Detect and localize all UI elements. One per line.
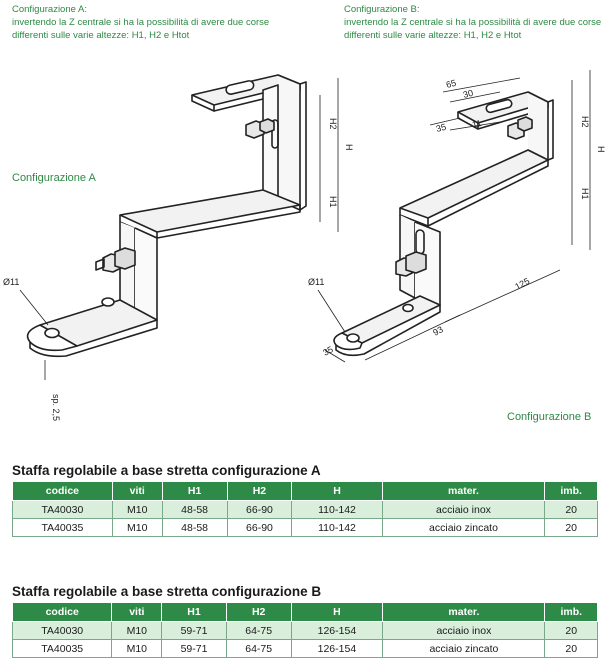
config-b-note-line1: invertendo la Z centrale si ha la possib… xyxy=(344,17,602,28)
cell-h: 126-154 xyxy=(290,621,384,640)
cell-h1: 59-71 xyxy=(161,639,227,658)
cell-imb: 20 xyxy=(544,621,598,640)
col-h2: H2 xyxy=(225,602,292,622)
dim-h2-a: H2 xyxy=(328,118,338,130)
dim-93: 93 xyxy=(431,324,445,338)
config-b-note-title: Configurazione B: xyxy=(344,4,420,15)
config-b-note: Configurazione B: invertendo la Z centra… xyxy=(344,3,601,42)
cell-h2: 66-90 xyxy=(226,518,293,537)
config-b-label: Configurazione B xyxy=(507,411,592,423)
dim-h-b: H xyxy=(596,146,606,153)
cell-codice: TA40030 xyxy=(12,500,113,519)
config-a-note-line1: invertendo la Z centrale si ha la possib… xyxy=(12,17,270,28)
cell-viti: M10 xyxy=(111,639,163,658)
dim-h1-b: H1 xyxy=(580,188,590,200)
dim-35-foot: 35 xyxy=(321,344,335,358)
col-mater: mater. xyxy=(381,481,546,501)
cell-mater: acciaio inox xyxy=(381,500,546,519)
cell-mater: acciaio inox xyxy=(382,621,546,640)
dim-65: 65 xyxy=(445,78,457,90)
col-h1: H1 xyxy=(161,481,228,501)
dim-30: 30 xyxy=(462,88,474,100)
cell-codice: TA40030 xyxy=(11,621,113,640)
dim-h-a: H xyxy=(344,144,354,151)
table-row: TA40030 M10 59-71 64-75 126-154 acciaio … xyxy=(11,621,598,640)
cell-codice: TA40035 xyxy=(12,518,113,537)
config-a-note-line2: differenti sulle varie altezze: H1, H2 e… xyxy=(12,30,190,41)
dim-thickness: sp. 2,5 xyxy=(51,394,61,421)
cell-h2: 64-75 xyxy=(225,621,292,640)
col-imb: imb. xyxy=(544,481,598,501)
table-a-title: Staffa regolabile a base stretta configu… xyxy=(12,463,321,478)
table-row: TA40035 M10 48-58 66-90 110-142 acciaio … xyxy=(12,518,598,537)
col-h: H xyxy=(290,602,384,622)
cell-h1: 59-71 xyxy=(161,621,227,640)
cell-viti: M10 xyxy=(111,621,163,640)
dim-hole-b: Ø11 xyxy=(308,277,324,287)
col-h1: H1 xyxy=(161,602,227,622)
config-a-note: Configurazione A: invertendo la Z centra… xyxy=(12,3,269,42)
cell-mater: acciaio zincato xyxy=(381,518,546,537)
col-h: H xyxy=(291,481,383,501)
cell-h1: 48-58 xyxy=(161,500,228,519)
dim-h1-a: H1 xyxy=(328,196,338,208)
cell-viti: M10 xyxy=(111,500,163,519)
cell-mater: acciaio zincato xyxy=(382,639,546,658)
bracket-drawings: Ø11 Ø11 H2 H H1 sp. 2,5 H2 H H1 65 30 35… xyxy=(3,70,606,421)
dim-h2-b: H2 xyxy=(580,116,590,128)
dim-11: 11 xyxy=(471,118,483,130)
cell-h: 126-154 xyxy=(290,639,384,658)
config-a-note-title: Configurazione A: xyxy=(12,4,87,15)
table-config-a: codice viti H1 H2 H mater. imb. TA40030 … xyxy=(12,481,598,537)
bracket-b-illustration xyxy=(317,70,591,363)
cell-h: 110-142 xyxy=(291,518,383,537)
cell-imb: 20 xyxy=(544,639,598,658)
table-config-b: codice viti H1 H2 H mater. imb. TA40030 … xyxy=(11,602,598,658)
col-viti: viti xyxy=(111,481,163,501)
table-row: TA40035 M10 59-71 64-75 126-154 acciaio … xyxy=(11,639,598,658)
dim-35-top: 35 xyxy=(435,122,447,134)
table-b-title: Staffa regolabile a base stretta configu… xyxy=(12,584,322,599)
col-codice: codice xyxy=(12,481,113,501)
dim-125: 125 xyxy=(513,276,531,292)
col-codice: codice xyxy=(11,602,113,622)
cell-h1: 48-58 xyxy=(161,518,228,537)
config-b-note-line2: differenti sulle varie altezze: H1, H2 e… xyxy=(344,30,522,41)
cell-h2: 66-90 xyxy=(226,500,293,519)
bracket-a-illustration xyxy=(19,74,339,380)
table-row: TA40030 M10 48-58 66-90 110-142 acciaio … xyxy=(12,500,598,519)
col-mater: mater. xyxy=(382,602,546,622)
cell-h: 110-142 xyxy=(291,500,383,519)
config-a-label: Configurazione A xyxy=(12,172,96,184)
cell-viti: M10 xyxy=(111,518,163,537)
cell-h2: 64-75 xyxy=(225,639,292,658)
cell-imb: 20 xyxy=(544,518,598,537)
cell-imb: 20 xyxy=(544,500,598,519)
cell-codice: TA40035 xyxy=(11,639,113,658)
col-viti: viti xyxy=(111,602,163,622)
col-imb: imb. xyxy=(544,602,598,622)
col-h2: H2 xyxy=(226,481,293,501)
dim-hole-a: Ø11 xyxy=(3,277,19,287)
